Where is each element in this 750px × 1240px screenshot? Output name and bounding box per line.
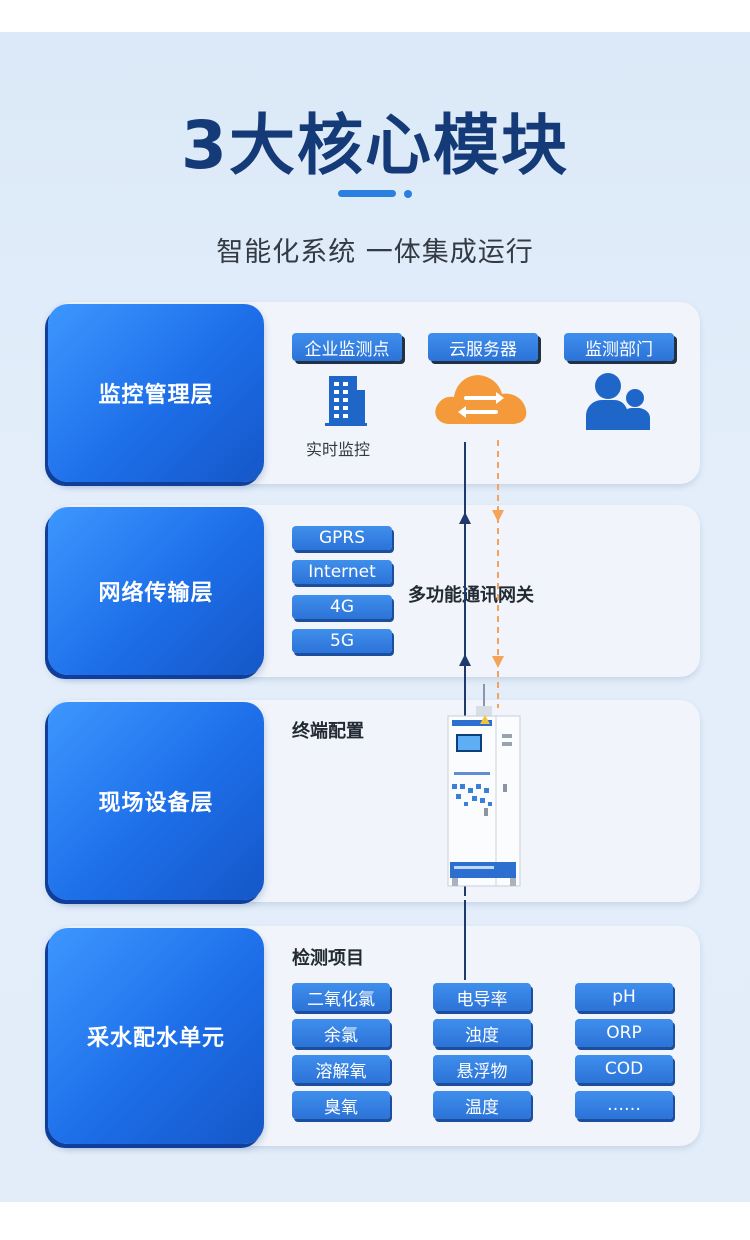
building-icon — [325, 376, 367, 426]
layer-label-sampling: 采水配水单元 — [48, 928, 264, 1144]
item-suspended-solids: 悬浮物 — [433, 1055, 531, 1083]
title-decoration — [338, 189, 418, 199]
page-title: 3大核心模块 — [181, 107, 569, 184]
item-orp: ORP — [575, 1019, 673, 1047]
layer-label-field: 现场设备层 — [48, 702, 264, 900]
protocol-gprs: GPRS — [292, 526, 392, 550]
users-icon — [586, 373, 650, 430]
realtime-monitor-label: 实时监控 — [306, 440, 371, 459]
protocol-4g: 4G — [292, 595, 392, 619]
layer-label-network: 网络传输层 — [48, 507, 264, 675]
protocol-5g: 5G — [292, 629, 392, 653]
protocol-internet: Internet — [292, 560, 392, 584]
tag-monitoring-dept: 监测部门 — [564, 333, 674, 361]
item-conductivity: 电导率 — [433, 983, 531, 1011]
terminal-config-title: 终端配置 — [292, 721, 364, 742]
monitoring-cabinet-icon — [447, 684, 521, 887]
cloud-sync-icon — [435, 375, 527, 424]
tag-enterprise-point: 企业监测点 — [292, 333, 402, 361]
layer-label-monitoring: 监控管理层 — [48, 304, 264, 482]
page-subtitle: 智能化系统 一体集成运行 — [216, 237, 534, 268]
item-dissolved-oxygen: 溶解氧 — [292, 1055, 390, 1083]
detection-items-title: 检测项目 — [292, 948, 364, 969]
item-ph: pH — [575, 983, 673, 1011]
tag-cloud-server: 云服务器 — [428, 333, 538, 361]
item-more: …… — [575, 1091, 673, 1119]
item-turbidity: 浊度 — [433, 1019, 531, 1047]
item-ozone: 臭氧 — [292, 1091, 390, 1119]
item-residual-chlorine: 余氯 — [292, 1019, 390, 1047]
gateway-label: 多功能通讯网关 — [408, 585, 534, 606]
item-cod: COD — [575, 1055, 673, 1083]
item-chlorine-dioxide: 二氧化氯 — [292, 983, 390, 1011]
command-arrow — [492, 440, 504, 708]
item-temperature: 温度 — [433, 1091, 531, 1119]
